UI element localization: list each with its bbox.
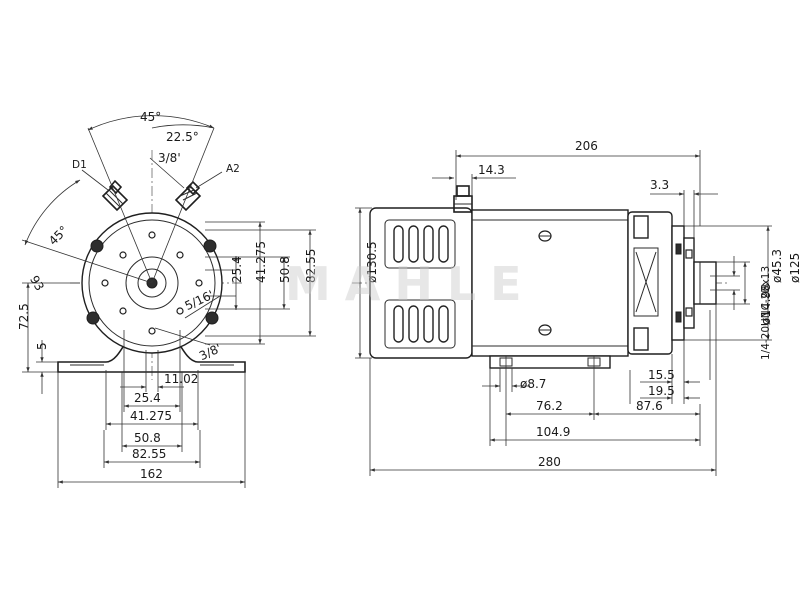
radius-ray bbox=[21, 239, 153, 284]
front-bolt-holes bbox=[86, 231, 219, 335]
label-25-4-horizontal: 25.4 bbox=[134, 391, 161, 405]
front-housing-inner bbox=[88, 219, 216, 347]
label-thread-3-8-top: 3/8' bbox=[158, 151, 181, 165]
label-82-55-horizontal: 82.55 bbox=[132, 447, 166, 461]
label-72-5: 72.5 bbox=[17, 303, 31, 330]
label-d1: D1 bbox=[72, 159, 87, 171]
thread-leader-5-16 bbox=[184, 295, 221, 319]
side-terminal bbox=[453, 185, 473, 213]
label-41-275-vertical: 41.275 bbox=[254, 241, 268, 283]
side-view: 206 14.3 3.3 ø130.5 ø45.3 ø125 ø14.98 1/… bbox=[352, 139, 800, 476]
label-radius-93: 93 bbox=[27, 273, 47, 293]
label-angle-45: 45° bbox=[140, 110, 161, 124]
label-87-6: 87.6 bbox=[636, 399, 663, 413]
side-flange bbox=[671, 225, 685, 341]
angle-22-arc bbox=[151, 124, 215, 129]
label-41-275-horizontal: 41.275 bbox=[130, 409, 172, 423]
angle-ray-left bbox=[87, 127, 153, 284]
front-horizontal-dims bbox=[57, 330, 246, 488]
front-boss bbox=[125, 256, 179, 310]
label-dia-125: ø125 bbox=[788, 253, 800, 283]
label-76-2: 76.2 bbox=[536, 399, 563, 413]
front-view: 45° 22.5° 3/8' D1 A2 45° 93 72.5 5 25.4 … bbox=[17, 110, 318, 488]
label-50-8-horizontal: 50.8 bbox=[134, 431, 161, 445]
label-19-5: 19.5 bbox=[648, 384, 675, 398]
label-14-3: 14.3 bbox=[478, 163, 505, 177]
side-shaft bbox=[693, 261, 717, 305]
label-angle-45-left: 45° bbox=[46, 223, 71, 248]
body-screws bbox=[538, 230, 552, 336]
terminal-a2 bbox=[174, 180, 202, 212]
label-82-55-vertical: 82.55 bbox=[304, 249, 318, 283]
terminal-d1 bbox=[101, 179, 129, 212]
side-base-foot bbox=[489, 355, 611, 369]
label-a2: A2 bbox=[226, 163, 240, 175]
label-104-9: 104.9 bbox=[536, 425, 570, 439]
label-3-3: 3.3 bbox=[650, 178, 669, 192]
front-left-dims bbox=[22, 282, 80, 394]
angle-45-arc bbox=[87, 115, 215, 131]
base-slots bbox=[499, 356, 601, 368]
label-50-8-vertical: 50.8 bbox=[278, 256, 292, 283]
a2-leader bbox=[195, 171, 223, 189]
label-dia-8-7: ø8.7 bbox=[520, 377, 546, 391]
label-dia-14-98: ø14.98 bbox=[759, 283, 773, 325]
angle-ray-right bbox=[151, 127, 215, 284]
label-15-5: 15.5 bbox=[648, 368, 675, 382]
thread-leader-bottom bbox=[154, 327, 211, 346]
label-thread-spec: 1/4-20UNC-2Bx13 bbox=[760, 266, 772, 360]
label-5: 5 bbox=[35, 342, 49, 350]
d1-leader bbox=[81, 169, 109, 191]
thread-leader-top bbox=[149, 157, 185, 189]
label-162: 162 bbox=[140, 467, 163, 481]
angle-left-arc bbox=[24, 179, 81, 246]
front-vertical-dims bbox=[205, 221, 316, 345]
flange-holes bbox=[675, 243, 693, 323]
label-11-02: 11.02 bbox=[164, 372, 198, 386]
label-dia-130-5: ø130.5 bbox=[365, 241, 379, 283]
label-25-4-vertical: 25.4 bbox=[230, 256, 244, 283]
rear-cap-details bbox=[633, 215, 659, 351]
label-dia-45-3: ø45.3 bbox=[770, 249, 784, 283]
label-206: 206 bbox=[575, 139, 598, 153]
front-shaft-ring bbox=[137, 268, 167, 298]
watermark-logo: MAHLE bbox=[285, 257, 536, 311]
side-vent-slots bbox=[384, 219, 456, 349]
label-angle-22-5: 22.5° bbox=[166, 130, 199, 144]
label-280: 280 bbox=[538, 455, 561, 469]
